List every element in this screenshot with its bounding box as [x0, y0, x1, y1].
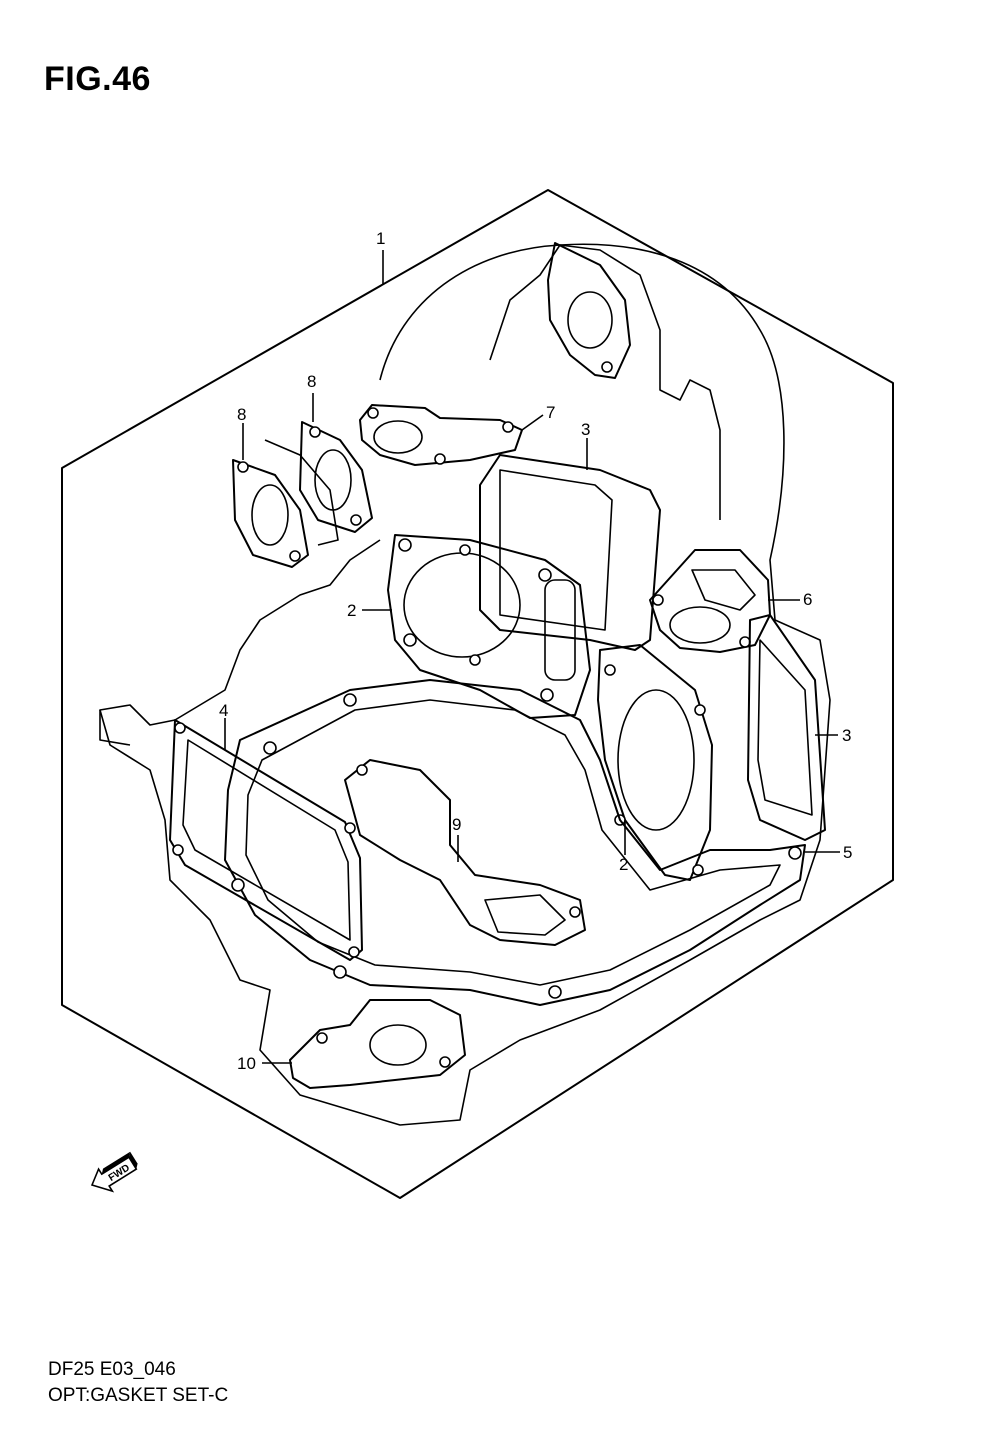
gasket-part-6: [649, 549, 771, 653]
callout-2-right: 2: [619, 855, 628, 874]
callout-6: 6: [803, 590, 812, 609]
callout-labels: 1 8 8 7 3 2 6 3 4 9 2 5 10: [219, 229, 852, 1073]
gasket-set-outline: [61, 189, 894, 1199]
callout-7: 7: [546, 403, 555, 422]
gasket-part-3-right: [747, 614, 826, 841]
figure-footer: DF25 E03_046 OPT:GASKET SET-C: [48, 1357, 228, 1409]
figure-name: OPT:GASKET SET-C: [48, 1385, 229, 1406]
gasket-part-2-right: [597, 644, 713, 881]
top-housing: [489, 244, 721, 520]
callout-9: 9: [452, 815, 461, 834]
bolt-hole: [601, 361, 613, 373]
callout-3-right: 3: [842, 726, 851, 745]
crankcase-left-arm: [99, 710, 131, 746]
leader-lines: [224, 250, 840, 1064]
callout-4: 4: [219, 701, 228, 720]
fwd-arrow-icon: FWD: [90, 1151, 138, 1193]
gasket-part-5: [224, 679, 806, 1006]
gasket-part-7: [359, 404, 523, 466]
gasket-part-9: [344, 759, 586, 946]
callout-3-upper: 3: [581, 420, 590, 439]
callout-8-lower: 8: [237, 405, 246, 424]
callout-8-upper: 8: [307, 372, 316, 391]
crankcase-silhouette: [99, 243, 831, 1126]
gasket-part-8b: [232, 459, 309, 568]
callout-5: 5: [843, 843, 852, 862]
callout-2-left: 2: [347, 601, 356, 620]
gasket-thermostat: [547, 242, 631, 379]
callout-10: 10: [237, 1054, 256, 1073]
gasket-part-2-left: [387, 534, 591, 719]
callout-1: 1: [376, 229, 385, 248]
figure-title: FIG.46: [44, 60, 151, 98]
gasket-part-10: [289, 999, 466, 1089]
figure-code: DF25 E03_046: [48, 1359, 176, 1380]
gasket-part-3-upper: [479, 454, 661, 651]
gasket-thermostat-port: [567, 291, 613, 349]
gasket-part-8a: [299, 421, 373, 533]
